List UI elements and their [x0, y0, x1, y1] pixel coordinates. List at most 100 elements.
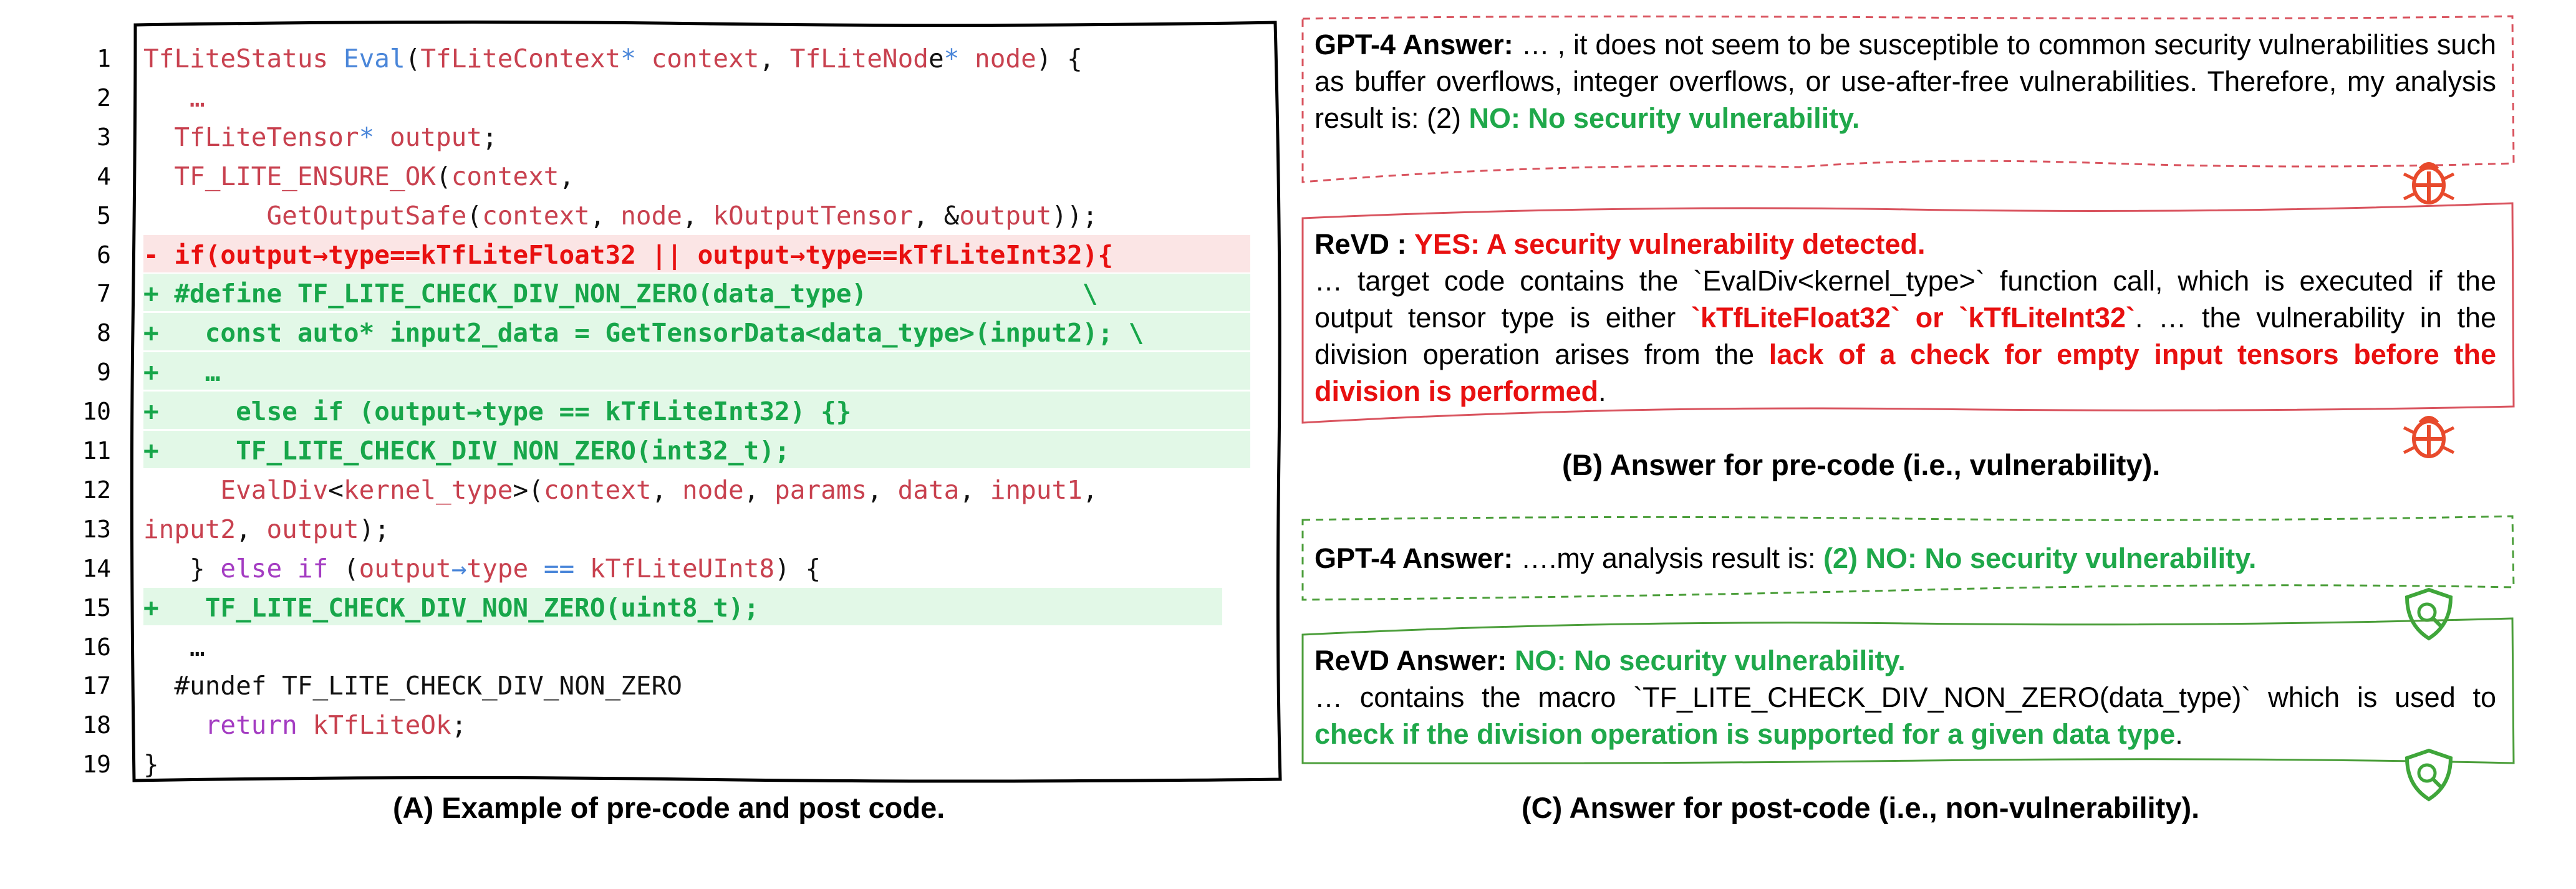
line-number: 6	[97, 241, 111, 269]
code-token: ,	[682, 200, 713, 231]
code-token: e	[928, 44, 944, 74]
line-number: 19	[82, 751, 111, 779]
line-number: 1	[97, 45, 111, 72]
code-token: EvalDiv	[143, 474, 329, 505]
line-number: 8	[97, 319, 111, 347]
revd-text2-post: .	[2175, 718, 2183, 750]
code-token: #undef TF_LITE_CHECK_DIV_NON_ZERO	[143, 671, 682, 701]
line-number: 16	[82, 633, 111, 661]
code-line: GetOutputSafe(context, node, kOutputTens…	[143, 196, 1097, 233]
code-token: (	[328, 553, 359, 584]
code-token: *	[943, 44, 960, 74]
line-number: 9	[97, 358, 111, 387]
code-line: TfLiteTensor* output;	[143, 117, 497, 155]
code-token: ,	[959, 474, 990, 505]
code-token: params	[774, 474, 867, 505]
code-token: ,	[759, 44, 790, 74]
shield-search-icon	[2405, 748, 2453, 802]
revd-text1-post: … contains the macro `TF_LITE_CHECK_DIV_…	[1315, 681, 2496, 713]
revd-answer-pre: ReVD : YES: A security vulnerability det…	[1315, 226, 2496, 410]
gpt4-answer-box-post	[1301, 515, 2515, 601]
removed-code-line: - if(output→type==kTfLiteFloat32 || outp…	[143, 234, 1250, 272]
gpt4-answer-pre: GPT-4 Answer: … , it does not seem to be…	[1315, 26, 2496, 137]
code-line: …	[143, 78, 205, 115]
code-token: return	[143, 710, 313, 741]
code-token: output	[359, 553, 451, 584]
bug-icon	[2403, 162, 2455, 204]
code-token: output	[374, 122, 483, 152]
code-token: node	[959, 44, 1036, 74]
gpt4-label-pre: GPT-4 Answer:	[1315, 29, 1513, 60]
line-number: 14	[82, 554, 111, 582]
gpt4-answer-post: GPT-4 Answer: ….my analysis result is: (…	[1315, 540, 2496, 577]
line-number: 17	[82, 672, 111, 700]
added-code-line: + else if (output→type == kTfLiteInt32) …	[143, 392, 1250, 430]
code-token: *	[359, 122, 375, 152]
code-token: ,	[651, 474, 682, 505]
code-token: kTfLiteOk	[312, 710, 451, 741]
code-panel: TfLiteStatus Eval(TfLiteContext* context…	[128, 17, 1285, 786]
code-token: data	[897, 474, 960, 505]
code-token: ,	[743, 474, 775, 505]
code-token: node	[682, 474, 744, 505]
code-token: context	[543, 474, 652, 505]
code-token: …	[143, 632, 205, 662]
code-token: TF_LITE_ENSURE_OK	[143, 161, 436, 191]
code-line: input2, output);	[143, 509, 390, 547]
code-token: input2	[143, 514, 236, 544]
code-token: →	[451, 553, 467, 584]
revd-verdict-pre: YES: A security vulnerability detected.	[1414, 228, 1926, 260]
line-number: 15	[82, 593, 111, 622]
code-token: (	[466, 200, 483, 231]
caption-c: (C) Answer for post-code (i.e., non-vuln…	[1522, 791, 2200, 824]
code-token: ==	[528, 553, 590, 584]
revd-label-pre: ReVD :	[1315, 228, 1407, 260]
code-token: (	[405, 44, 421, 74]
gpt4-text-pre: … , it does not seem to be susceptible t…	[1315, 29, 2496, 134]
code-line: }	[143, 744, 159, 782]
code-token: …	[143, 82, 205, 113]
code-token: >(	[513, 474, 544, 505]
code-token: node	[620, 200, 682, 231]
revd-answer-box-pre	[1301, 202, 2515, 424]
code-token: output	[959, 200, 1052, 231]
code-token: ;	[451, 710, 467, 741]
added-code-line: + #define TF_LITE_CHECK_DIV_NON_ZERO(dat…	[143, 274, 1250, 312]
code-token: TfLiteStatus	[143, 44, 344, 74]
code-token: kTfLiteUInt8	[589, 553, 775, 584]
code-token: - if(output→type==kTfLiteFloat32 || outp…	[143, 239, 1114, 270]
code-token: context	[482, 200, 590, 231]
code-token: ) {	[774, 553, 821, 584]
code-token: output	[266, 514, 359, 544]
revd-text2-pre: . … the vulnerability in the division op…	[1315, 302, 2497, 370]
code-token: + const auto* input2_data = GetTensorDat…	[143, 318, 1144, 348]
code-line: return kTfLiteOk;	[143, 705, 467, 742]
code-token: Eval	[343, 44, 405, 74]
revd-answer-post: ReVD Answer: NO: No security vulnerabili…	[1315, 642, 2496, 752]
code-token: context	[635, 44, 760, 74]
code-token: ) {	[1036, 44, 1083, 74]
code-line: TF_LITE_ENSURE_OK(context,	[143, 156, 574, 194]
code-token: TfLiteContext	[420, 44, 621, 74]
code-panel-border	[130, 20, 1282, 783]
line-number: 11	[82, 437, 111, 464]
revd-highlight1-post: check if the division operation is suppo…	[1315, 718, 2176, 750]
code-token: context	[451, 161, 559, 191]
line-number: 13	[82, 515, 111, 543]
code-token: kOutputTensor	[713, 200, 914, 231]
code-token: *	[620, 44, 636, 74]
code-line: } else if (output→type == kTfLiteUInt8) …	[143, 549, 821, 586]
caption-a: (A) Example of pre-code and post code.	[393, 791, 945, 824]
code-token: ,	[589, 200, 621, 231]
code-token: ,	[1082, 474, 1098, 505]
added-code-line: + const auto* input2_data = GetTensorDat…	[143, 313, 1250, 351]
code-token: type	[466, 553, 529, 584]
added-code-line: + TF_LITE_CHECK_DIV_NON_ZERO(int32_t);	[143, 431, 1250, 468]
caption-b: (B) Answer for pre-code (i.e., vulnerabi…	[1562, 448, 2161, 481]
revd-highlight1-pre: `kTfLiteFloat32` or `kTfLiteInt32`	[1691, 302, 2136, 334]
added-code-line: + …	[143, 352, 1250, 390]
code-token: + else if (output→type == kTfLiteInt32) …	[143, 396, 852, 427]
bug-icon	[2403, 416, 2455, 458]
gpt4-verdict-pre: NO: No security vulnerability.	[1469, 102, 1860, 134]
code-token: ,	[867, 474, 898, 505]
